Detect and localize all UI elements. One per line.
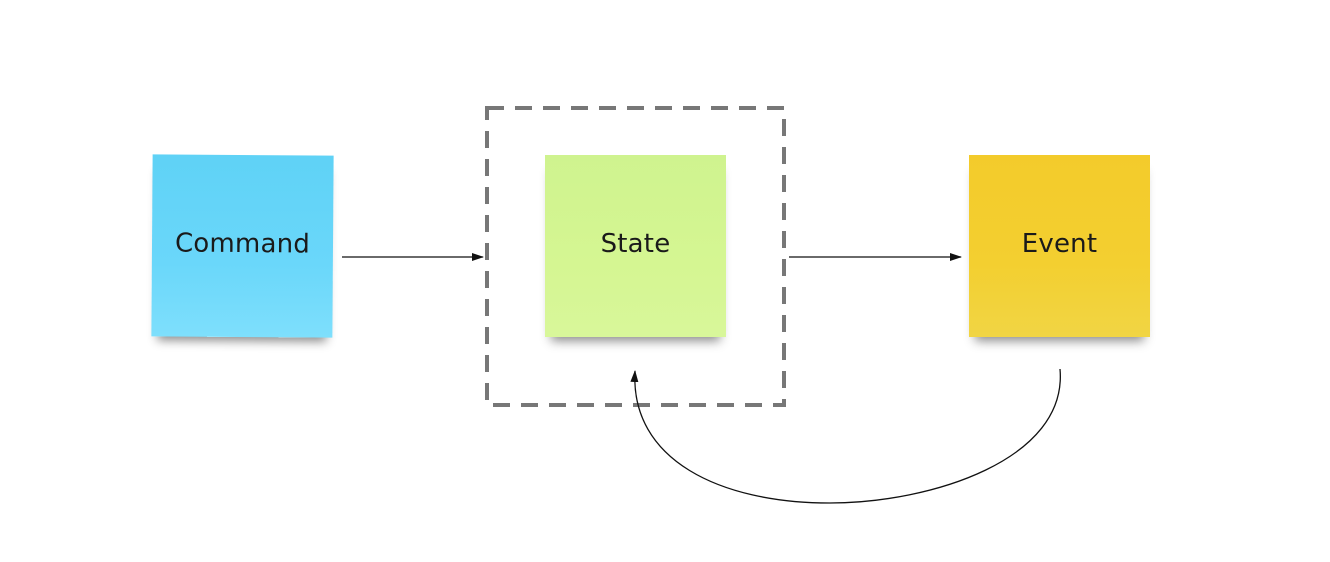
arrow-event-to-state[interactable]: [630, 368, 1061, 504]
sticky-note-state-label: State: [600, 229, 671, 259]
sticky-note-state[interactable]: State: [545, 155, 726, 337]
sticky-note-command-label: Command: [174, 228, 311, 260]
sticky-note-command[interactable]: Command: [151, 154, 334, 338]
state-boundary-dashed-frame[interactable]: [485, 106, 786, 407]
sticky-note-event[interactable]: Event: [969, 155, 1150, 337]
sticky-note-event-label: Event: [1021, 229, 1098, 259]
